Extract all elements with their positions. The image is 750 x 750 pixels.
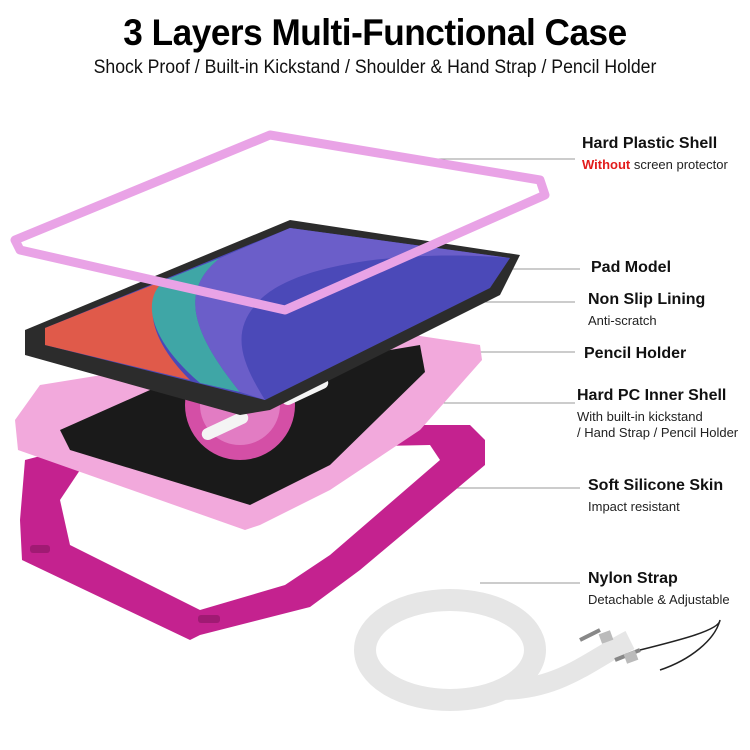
label-title: Nylon Strap <box>588 570 678 587</box>
hard-shell-icon <box>10 130 550 315</box>
label-hard-pc-inner-shell: Hard PC Inner Shell With built-in kickst… <box>577 387 738 441</box>
label-sub2: / Hand Strap / Pencil Holder <box>577 425 739 440</box>
label-sub: Detachable & Adjustable <box>588 592 730 607</box>
label-nylon-strap: Nylon Strap Detachable & Adjustable <box>588 570 730 608</box>
label-pencil-holder: Pencil Holder <box>584 345 686 363</box>
label-title: Soft Silicone Skin <box>588 477 724 494</box>
highlight-text: Without <box>582 157 631 172</box>
page-title: 3 Layers Multi-Functional Case <box>123 12 627 53</box>
label-title: Hard PC Inner Shell <box>577 387 727 404</box>
strap-icon <box>354 589 721 711</box>
label-soft-silicone-skin: Soft Silicone Skin Impact resistant <box>588 477 723 515</box>
label-pad-model: Pad Model <box>591 259 671 277</box>
exploded-case-illustration <box>10 130 721 711</box>
label-sub: Impact resistant <box>588 499 680 514</box>
label-title: Pencil Holder <box>584 345 687 362</box>
label-title: Pad Model <box>591 259 672 276</box>
label-non-slip-lining: Non Slip Lining Anti-scratch <box>588 291 705 329</box>
label-title: Non Slip Lining <box>588 291 706 308</box>
label-hard-plastic-shell: Hard Plastic Shell Without screen protec… <box>582 135 728 173</box>
tablet-icon <box>25 220 520 415</box>
page-subtitle: Shock Proof / Built-in Kickstand / Shoul… <box>93 57 657 78</box>
label-sub: screen protector <box>630 157 728 172</box>
label-sub: With built-in kickstand <box>577 409 703 424</box>
label-title: Hard Plastic Shell <box>582 135 718 152</box>
label-sub: Anti-scratch <box>588 313 657 328</box>
